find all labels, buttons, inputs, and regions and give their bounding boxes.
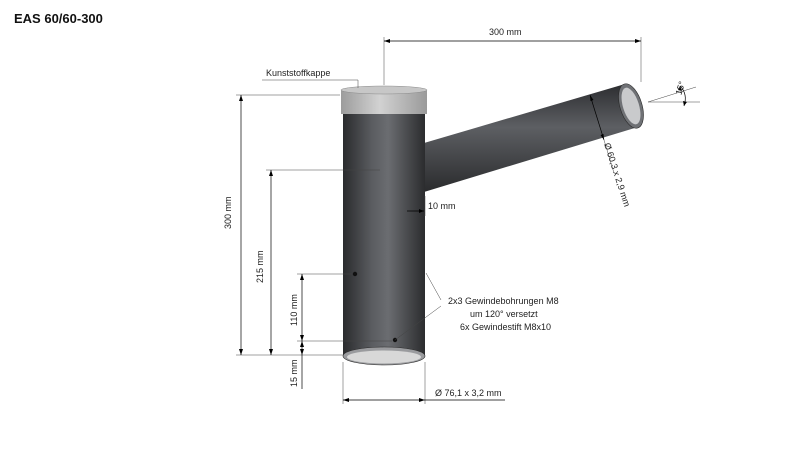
cap-callout: Kunststoffkappe	[262, 68, 359, 88]
angle-label: 15°	[673, 80, 687, 96]
plastic-cap	[340, 85, 428, 114]
bottom-offset-label: 15 mm	[289, 359, 299, 387]
note-line-2: um 120° versetzt	[470, 309, 538, 319]
total-height-label: 300 mm	[223, 196, 233, 229]
dim-hole-height: 110 mm	[289, 273, 392, 342]
dim-offset: 10 mm	[407, 196, 456, 216]
dim-angle: 15°	[647, 80, 700, 107]
dim-top-width: 300 mm	[383, 27, 642, 85]
arm-diameter-label: Ø 60,3 x 2,9 mm	[602, 142, 632, 208]
base-diameter-label: Ø 76,1 x 3,2 mm	[435, 388, 502, 398]
threaded-hole-upper	[352, 271, 358, 277]
side-arm	[404, 83, 644, 192]
main-pipe	[342, 112, 426, 366]
hole-height-label: 110 mm	[289, 294, 299, 326]
note-line-1: 2x3 Gewindebohrungen M8	[448, 296, 559, 306]
top-width-label: 300 mm	[489, 27, 522, 37]
dim-bottom-offset: 15 mm	[289, 341, 304, 389]
arm-height-label: 215 mm	[255, 250, 265, 283]
drawing-title: EAS 60/60-300	[14, 11, 103, 26]
dim-arm-height: 215 mm	[255, 169, 380, 355]
dim-total-height: 300 mm	[223, 94, 343, 356]
offset-label: 10 mm	[428, 201, 456, 211]
note-line-3: 6x Gewindestift M8x10	[460, 322, 551, 332]
cap-label: Kunststoffkappe	[266, 68, 330, 78]
dim-base-diameter: Ø 76,1 x 3,2 mm	[342, 362, 505, 404]
thread-note: 2x3 Gewindebohrungen M8 um 120° versetzt…	[394, 272, 559, 341]
